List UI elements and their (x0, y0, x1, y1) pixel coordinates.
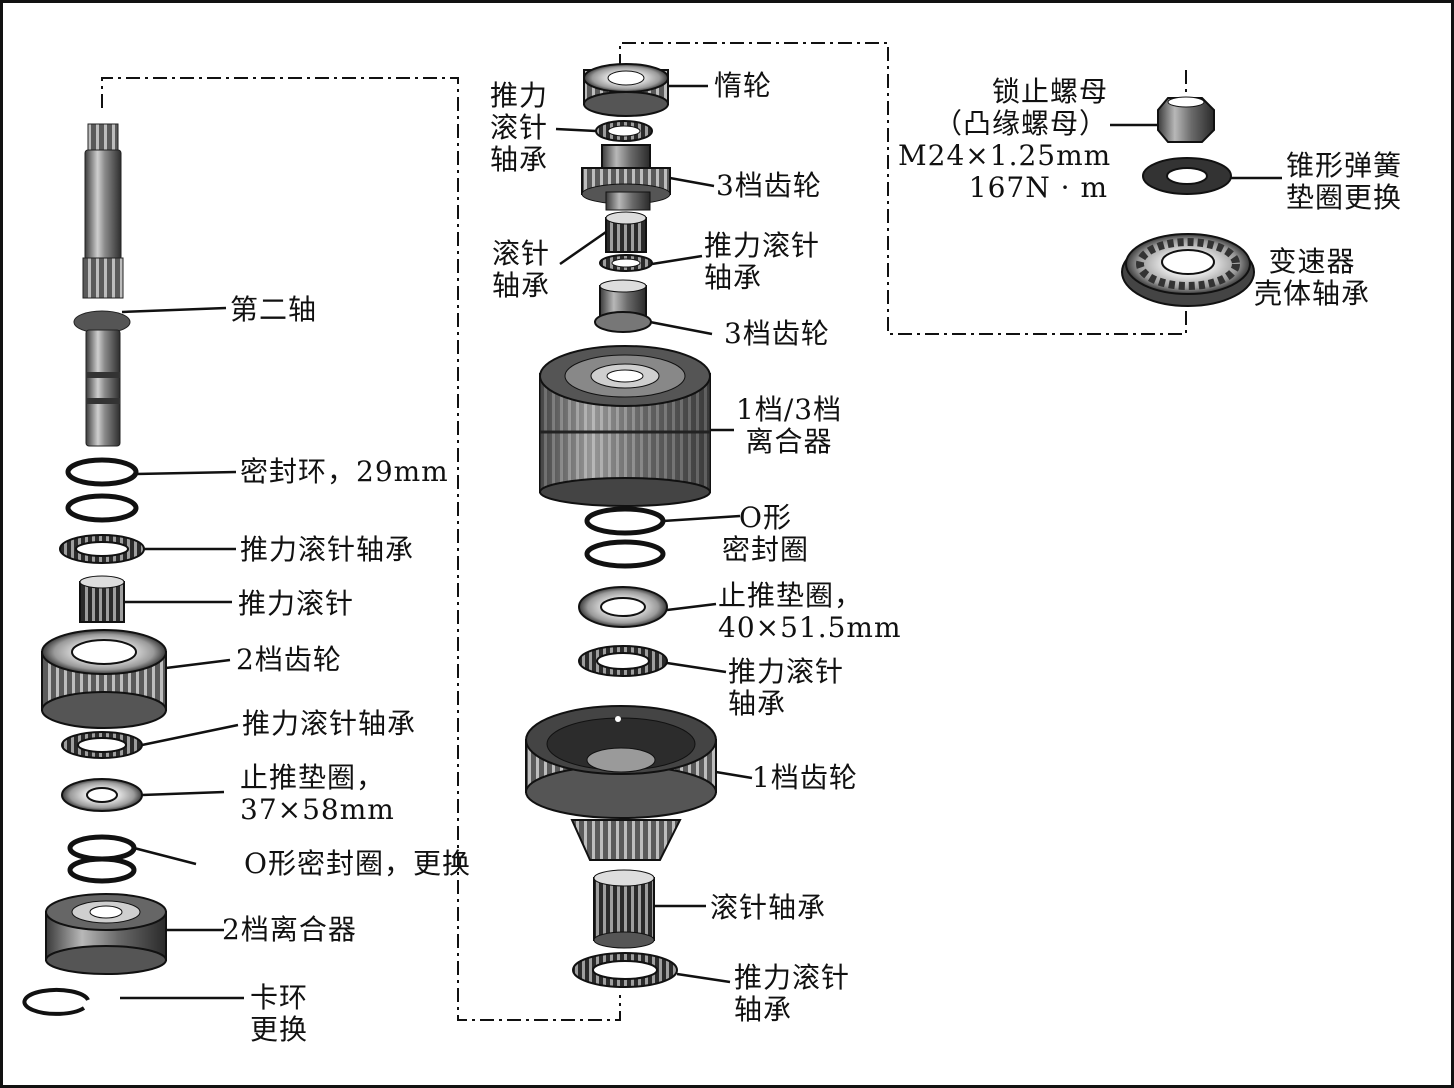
needle-bearing-part-a (605, 211, 647, 253)
label-cone-spring-washer-line1: 锥形弹簧 (1286, 149, 1403, 182)
thrust-needle-part (79, 575, 125, 623)
label-thrust-needle-bearing-e-line2: 轴承 (728, 687, 787, 720)
label-thrust-needle-bearing-f-line2: 轴承 (734, 993, 793, 1026)
label-o-ring: O形 密封圈 (722, 502, 809, 566)
o-ring-part-left (67, 834, 137, 884)
label-lock-nut-line4: 167N · m (968, 171, 1108, 204)
label-second-gear: 2档齿轮 (236, 643, 342, 676)
label-idler-gear: 惰轮 (714, 69, 773, 102)
label-needle-bearing-a-line2: 轴承 (492, 269, 551, 302)
label-snap-ring-line2: 更换 (250, 1013, 309, 1046)
label-thrust-washer-40-line2: 40×51.5mm (718, 611, 902, 644)
label-thrust-needle-bearing-e: 推力滚针 轴承 (728, 656, 844, 720)
case-bearing-part (1121, 233, 1255, 307)
assembly-path-left (101, 77, 621, 1021)
label-third-gear-b: 3档齿轮 (724, 317, 830, 350)
label-thrust-needle-bearing-c-line3: 轴承 (490, 143, 549, 176)
label-thrust-needle-bearing-f: 推力滚针 轴承 (734, 962, 850, 1026)
label-lock-nut-line3: M24×1.25mm (898, 139, 1112, 172)
label-thrust-washer-40: 止推垫圈， 40×51.5mm (718, 580, 902, 644)
second-shaft-part (73, 123, 131, 447)
label-o-ring-line1: O形 (739, 501, 792, 534)
second-clutch-part (45, 893, 167, 975)
label-lock-nut-line1: 锁止螺母 (991, 75, 1108, 108)
label-needle-bearing-b: 滚针轴承 (710, 891, 827, 924)
label-thrust-needle-bearing-c-line1: 推力 (490, 79, 549, 112)
label-lock-nut: 锁止螺母 （凸缘螺母） M24×1.25mm 167N · m (898, 75, 1112, 204)
label-thrust-needle-bearing-d-line1: 推力滚针 (704, 229, 821, 262)
label-first-third-clutch: 1档/3档 离合器 (736, 394, 842, 458)
thrust-washer-37-part (61, 778, 143, 812)
leader-lines (120, 84, 1282, 1000)
label-snap-ring-line1: 卡环 (250, 981, 309, 1014)
idler-gear-part (583, 63, 669, 117)
assembly-path-lines (101, 42, 1187, 1021)
label-thrust-washer-37-line2: 37×58mm (240, 793, 395, 826)
label-case-bearing: 变速器 壳体轴承 (1254, 246, 1370, 310)
label-thrust-washer-37-line1: 止推垫圈， (240, 761, 386, 794)
o-ring-part-middle (584, 506, 666, 569)
needle-bearing-part-b (593, 869, 655, 949)
lock-nut-part (1157, 96, 1215, 143)
label-cone-spring-washer-line2: 垫圈更换 (1286, 181, 1403, 214)
label-thrust-washer-40-line1: 止推垫圈， (718, 579, 864, 612)
label-thrust-washer-37: 止推垫圈， 37×58mm (240, 762, 395, 826)
label-needle-bearing-a: 滚针 轴承 (492, 238, 550, 302)
label-first-third-clutch-line1: 1档/3档 (736, 393, 843, 426)
first-third-clutch-part (539, 345, 711, 507)
label-thrust-needle-bearing-c: 推力 滚针 轴承 (490, 80, 548, 176)
label-thrust-needle-bearing-b: 推力滚针轴承 (242, 707, 417, 740)
label-third-gear-a: 3档齿轮 (716, 169, 822, 202)
seal-ring-part (65, 457, 139, 523)
label-thrust-needle-bearing-e-line1: 推力滚针 (728, 655, 845, 688)
label-thrust-needle: 推力滚针 (238, 587, 355, 620)
label-case-bearing-line1: 变速器 (1268, 245, 1356, 278)
label-thrust-needle-bearing-c-line2: 滚针 (490, 111, 549, 144)
third-gear-part-a (581, 144, 671, 211)
cone-spring-washer-part (1142, 157, 1232, 195)
label-case-bearing-line2: 壳体轴承 (1254, 277, 1371, 310)
assembly-path-right (619, 42, 1187, 335)
label-first-gear: 1档齿轮 (752, 761, 858, 794)
label-snap-ring: 卡环 更换 (250, 982, 308, 1046)
thrust-needle-bearing-part-c (595, 120, 653, 142)
label-thrust-needle-bearing-d: 推力滚针 轴承 (704, 230, 820, 294)
label-o-ring-replace: O形密封圈，更换 (244, 847, 471, 880)
third-gear-part-b (594, 279, 652, 333)
thrust-needle-bearing-part-e (578, 645, 668, 677)
label-o-ring-line2: 密封圈 (722, 533, 810, 566)
first-gear-part (525, 705, 717, 861)
label-second-clutch: 2档离合器 (222, 913, 357, 946)
label-needle-bearing-a-line1: 滚针 (492, 237, 551, 270)
thrust-needle-bearing-part-f (572, 952, 678, 988)
label-thrust-needle-bearing-a: 推力滚针轴承 (240, 533, 415, 566)
label-second-shaft: 第二轴 (230, 293, 318, 326)
label-seal-ring: 密封环，29mm (240, 455, 449, 488)
thrust-needle-bearing-part-a (59, 534, 145, 564)
label-lock-nut-line2: （凸缘螺母） (933, 107, 1108, 140)
thrust-needle-bearing-part-b (61, 731, 143, 759)
thrust-washer-40-part (578, 586, 668, 628)
second-gear-part (41, 629, 167, 729)
snap-ring-part (22, 987, 90, 1016)
label-thrust-needle-bearing-f-line1: 推力滚针 (734, 961, 851, 994)
label-thrust-needle-bearing-d-line2: 轴承 (704, 261, 763, 294)
label-first-third-clutch-line2: 离合器 (745, 425, 833, 458)
thrust-needle-bearing-part-d (599, 254, 653, 272)
label-cone-spring-washer: 锥形弹簧 垫圈更换 (1286, 150, 1402, 214)
